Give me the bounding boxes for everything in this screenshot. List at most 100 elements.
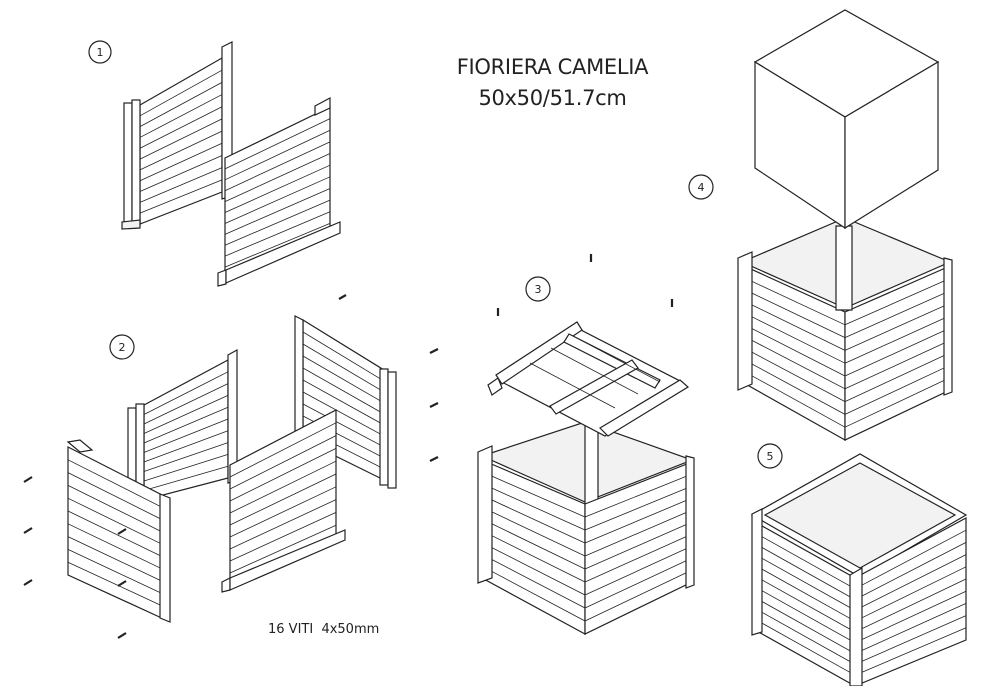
step-5-badge: 5 [757, 443, 783, 469]
step-3-number: 3 [535, 283, 542, 296]
slat-line [481, 530, 586, 583]
slat-line [754, 586, 856, 644]
slat-line [229, 435, 337, 490]
slat-line [754, 597, 856, 654]
slat-line [229, 448, 337, 502]
slat-line [844, 340, 951, 390]
slat-line [302, 343, 385, 393]
slat-line [67, 523, 167, 572]
step-2-number: 2 [119, 341, 126, 354]
step-2-panel-front-right [221, 409, 346, 593]
slat-line [741, 323, 846, 377]
slat-line [224, 199, 331, 246]
step-1-number: 1 [97, 46, 104, 59]
slat-line [584, 497, 693, 544]
slat-line [584, 485, 693, 531]
slat-line [224, 222, 331, 268]
step-3-box [477, 421, 695, 636]
slat-line [854, 615, 967, 665]
slat-line [754, 532, 856, 590]
slat-line [139, 155, 223, 192]
step-4-box [737, 217, 953, 442]
step-5-box [750, 453, 968, 686]
slat-line [741, 299, 846, 351]
slat-line [139, 167, 223, 203]
step-4-liner [753, 9, 940, 230]
slat-line [844, 290, 951, 338]
step-2-screws [23, 294, 439, 639]
slat-line [224, 211, 331, 257]
slat-line [584, 509, 693, 557]
slat-line [584, 557, 693, 609]
slat-line [229, 460, 337, 514]
slat-line [854, 627, 967, 676]
step-3-badge: 3 [525, 276, 551, 302]
step-3-screws [496, 254, 674, 316]
slat-line [67, 549, 167, 596]
slat-line [302, 367, 385, 415]
slat-line [302, 379, 385, 426]
slat-line [67, 510, 167, 559]
slat-line [754, 564, 856, 622]
step-2-badge: 2 [109, 334, 135, 360]
slat-line [481, 506, 586, 557]
slat-line [229, 499, 337, 550]
slat-line [224, 129, 331, 181]
slat-line [143, 406, 229, 444]
diagram-title: FIORIERA CAMELIA [456, 55, 649, 79]
slat-line [481, 542, 586, 596]
slat-line [854, 578, 967, 633]
slat-line [143, 430, 229, 463]
step-2-panel-back-left [127, 348, 238, 501]
slat-line [224, 153, 331, 203]
slat-line [584, 533, 693, 583]
slat-line [854, 529, 967, 590]
slat-line [844, 364, 951, 415]
slat-line [224, 188, 331, 235]
slat-line [481, 483, 586, 531]
step-2-panel-front-left [66, 439, 171, 623]
slat-line [741, 358, 846, 415]
slat-line [229, 512, 337, 562]
slat-line [67, 536, 167, 584]
step-3-lid [487, 321, 690, 437]
slat-line [229, 486, 337, 538]
slat-line [139, 142, 223, 182]
slat-line [224, 176, 331, 224]
slat-line [854, 542, 967, 600]
slat-line [481, 518, 586, 570]
slat-line [844, 302, 951, 351]
slat-line [229, 422, 337, 478]
slat-line [854, 554, 967, 611]
slat-line [139, 118, 223, 160]
step-2-group: 2 [23, 294, 439, 639]
slat-line [741, 346, 846, 402]
slat-line [224, 118, 331, 170]
step-1-badge: 1 [88, 40, 112, 64]
slat-line [143, 383, 229, 425]
step-1-panel-front [217, 97, 341, 287]
slat-line [481, 471, 586, 518]
slat-line [741, 369, 846, 428]
slat-line [143, 465, 229, 491]
step-4-group: 4 [688, 9, 953, 442]
step-1-panel-back [121, 41, 233, 230]
slat-line [224, 164, 331, 213]
slat-line [143, 454, 229, 482]
slat-line [741, 311, 846, 364]
slat-line [754, 608, 856, 665]
slat-line [139, 106, 223, 149]
diagram-dimensions: 50x50/51.7cm [478, 86, 627, 110]
slat-line [741, 288, 846, 338]
slat-line [229, 473, 337, 526]
slat-line [139, 130, 223, 171]
screws-note: 16 VITI 4x50mm [268, 622, 380, 637]
step-3-group: 3 [477, 254, 695, 636]
slat-line [584, 521, 693, 570]
slat-line [143, 395, 229, 434]
slat-line [67, 459, 167, 510]
slat-line [143, 442, 229, 472]
slat-line [302, 331, 385, 382]
slat-line [844, 377, 951, 428]
